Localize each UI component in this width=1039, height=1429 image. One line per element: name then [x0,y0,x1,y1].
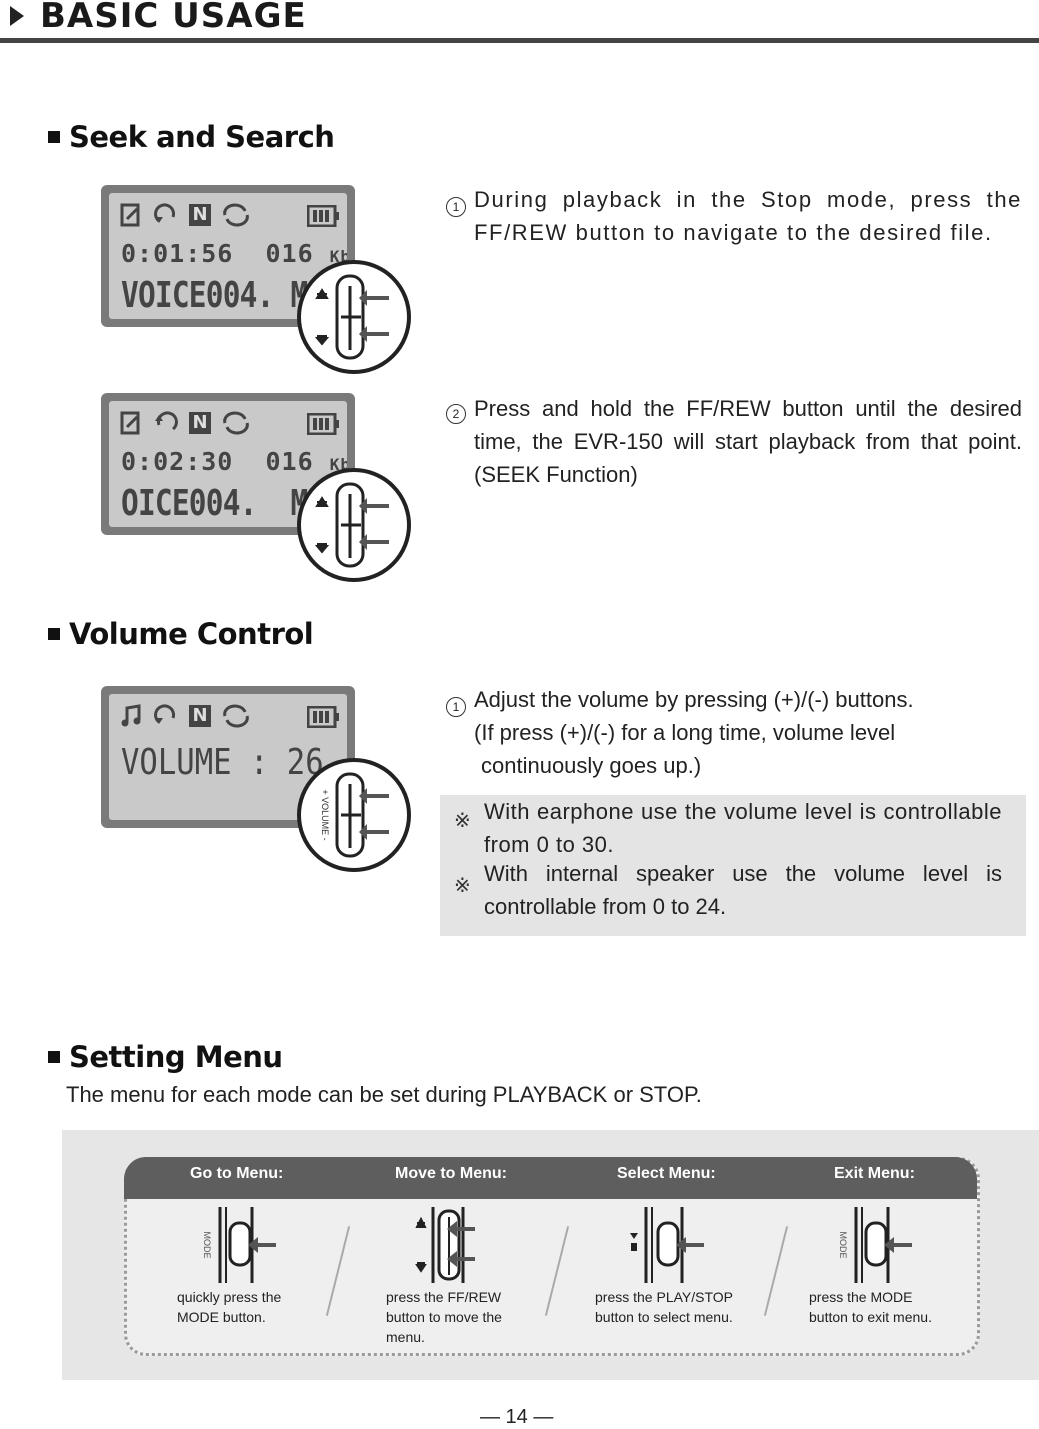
mode-button-label: MODE [838,1232,848,1259]
seek-step-1-text: During playback in the Stop mode, press … [474,187,1022,245]
setting-menu-header-bar [124,1157,977,1199]
repeat-all-icon [223,203,249,227]
ff-rew-button-zoom [297,468,411,582]
setting-intro-text: The menu for each mode can be set during… [66,1082,702,1107]
menu-step-1-heading: Go to Menu: [190,1165,284,1182]
bullet-square-icon [48,628,60,640]
menu-step-3-desc: press the PLAY/STOP button to select men… [595,1289,733,1325]
volume-button-label: + VOLUME - [320,789,330,840]
play-stop-button-picture [630,1207,704,1283]
lcd-volume-text: VOLUME : 26 [121,742,324,783]
section-seek-title: Seek and Search [69,120,335,154]
repeat-one-icon [154,203,176,223]
seek-step-2-text: Press and hold the FF/REW button until t… [474,396,1022,487]
section-seek-heading: Seek and Search [48,120,335,154]
menu-step-2-desc: press the FF/REW button to move the menu… [386,1289,502,1345]
lcd-display-1: N 0:01:56 016 Kbps VOICE004. M [101,185,355,327]
repeat-all-icon [223,704,249,728]
normal-mode-icon: N [189,204,211,226]
section-setting-title: Setting Menu [69,1040,283,1074]
volume-step-1-line1: Adjust the volume by pressing (+)/(-) bu… [474,687,914,712]
volume-step-1-line2: (If press (+)/(-) for a long time, volum… [474,720,896,745]
lcd-time-line: 0:02:30 016 Kbps [121,447,347,476]
repeat-one-icon [154,704,176,724]
volume-note-1: With earphone use the volume level is co… [484,799,1002,857]
reference-mark-icon: ※ [454,810,471,832]
header-arrow-icon [10,6,24,26]
lcd-filename: VOICE004. M [121,275,308,316]
lcd-filename: OICE004. M [121,483,308,524]
lcd-bitrate: 016 [265,239,314,268]
volume-step-1: Adjust the volume by pressing (+)/(-) bu… [474,683,1022,782]
mode-button-picture: MODE [202,1207,276,1283]
menu-step-4-desc: press the MODE button to exit menu. [809,1289,932,1325]
page-header-title: BASIC USAGE [40,0,307,36]
normal-mode-icon: N [189,412,211,434]
menu-step-1-desc: quickly press the MODE button. [177,1289,282,1325]
menu-step-2-heading: Move to Menu: [395,1165,507,1182]
battery-icon [307,205,339,227]
normal-mode-icon: N [189,705,211,727]
lcd-bitrate: 016 [265,447,314,476]
mode-button-picture: MODE [838,1207,912,1283]
menu-step-4-heading: Exit Menu: [834,1165,915,1182]
volume-step-1-line3: continuously goes up.) [481,753,702,778]
section-volume-heading: Volume Control [48,617,314,651]
lcd-time-line: 0:01:56 016 Kbps [121,239,347,268]
step-number-badge: 1 [446,197,466,217]
repeat-icon [155,411,178,431]
lcd-time: 0:01:56 [121,239,234,268]
battery-icon [307,413,339,435]
voice-file-icon [120,203,140,227]
page-number: — 14 — [480,1406,554,1428]
bullet-square-icon [48,1051,60,1063]
mode-button-label: MODE [202,1232,212,1259]
volume-notes-box [440,795,1026,936]
ff-rew-button-zoom [297,260,411,374]
lcd-time: 0:02:30 [121,447,234,476]
header-rule [0,38,1039,43]
section-setting-heading: Setting Menu [48,1040,283,1074]
repeat-all-icon [223,411,249,435]
section-volume-title: Volume Control [69,617,314,651]
battery-icon [307,706,339,728]
step-number-badge: 1 [446,697,466,717]
voice-file-icon [120,411,140,435]
menu-step-3-heading: Select Menu: [617,1165,716,1182]
ff-rew-button-picture [415,1207,475,1283]
bullet-square-icon [48,131,60,143]
reference-mark-icon: ※ [454,875,471,897]
music-note-icon [121,704,141,727]
step-number-badge: 2 [446,404,466,424]
lcd-display-2: N 0:02:30 016 Kbps OICE004. M [101,393,355,535]
volume-button-zoom: + VOLUME - [297,758,411,872]
volume-note-2: With internal speaker use the volume lev… [484,861,1002,919]
